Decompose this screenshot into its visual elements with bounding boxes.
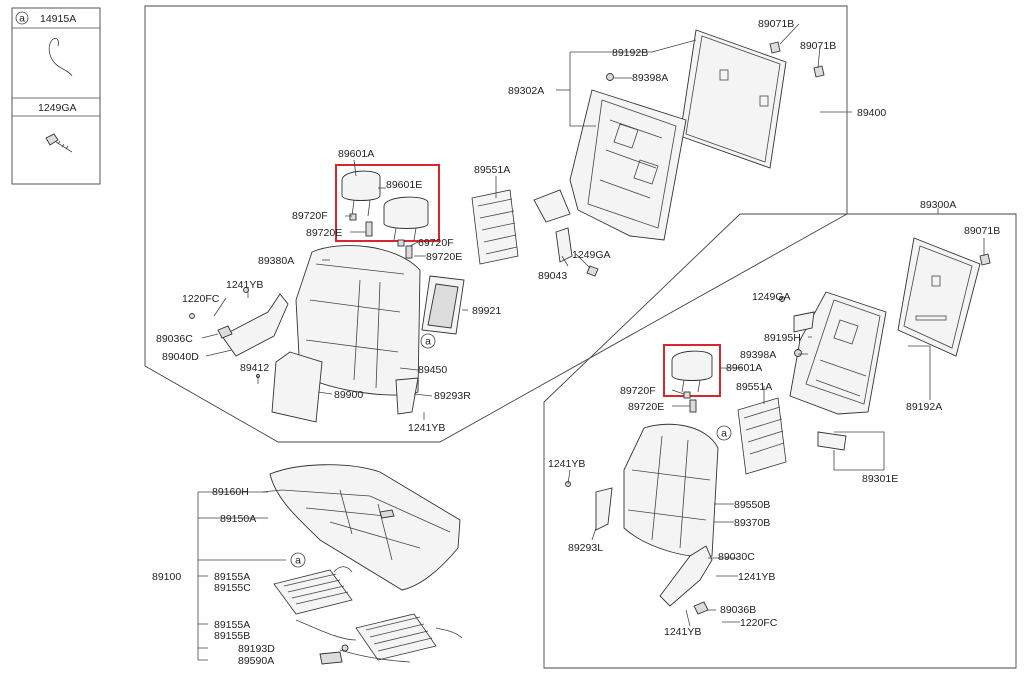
label-89155b: 89155B bbox=[214, 630, 250, 642]
label-89192b: 89192B bbox=[612, 47, 648, 59]
legend-part-1249ga: 1249GA bbox=[38, 102, 77, 114]
label-89036b: 89036B bbox=[720, 604, 756, 616]
label-1241yb-a: 1241YB bbox=[226, 279, 263, 291]
label-89550b: 89550B bbox=[734, 499, 770, 511]
heater-mat-89155a bbox=[273, 566, 353, 615]
highlight-headrest-left bbox=[335, 164, 440, 242]
wire-clip-icon bbox=[48, 38, 73, 77]
label-1241yb-c: 1241YB bbox=[548, 458, 585, 470]
label-89601a-left: 89601A bbox=[338, 148, 374, 160]
callout-marker-upper bbox=[420, 333, 436, 349]
callout-marker-lower-letter: a bbox=[295, 555, 301, 567]
label-89601a-right: 89601A bbox=[726, 362, 762, 374]
label-89036c: 89036C bbox=[156, 333, 193, 345]
label-89195h: 89195H bbox=[764, 332, 801, 344]
label-89720e-upper: 89720E bbox=[426, 251, 462, 263]
guide-icon bbox=[349, 213, 413, 259]
screw-icon bbox=[45, 133, 73, 153]
cover-89293r bbox=[395, 377, 419, 415]
label-89398a-right: 89398A bbox=[740, 349, 776, 361]
hinge-89030c bbox=[659, 545, 713, 607]
label-1241yb-b: 1241YB bbox=[408, 422, 445, 434]
label-89370b: 89370B bbox=[734, 517, 770, 529]
headrest-89601a-right bbox=[671, 350, 713, 393]
clip-icon-right bbox=[979, 253, 991, 266]
seat-cushion-89160h bbox=[269, 464, 461, 591]
label-89412: 89412 bbox=[240, 362, 269, 374]
pad-89551a-upper bbox=[471, 189, 519, 265]
label-89293r: 89293R bbox=[434, 390, 471, 402]
label-89450: 89450 bbox=[418, 364, 447, 376]
seatback-89370b bbox=[623, 423, 719, 558]
label-89301e: 89301E bbox=[862, 473, 898, 485]
label-89155a-a: 89155A bbox=[214, 571, 250, 583]
callout-marker-right bbox=[716, 425, 732, 441]
seatback-panel-right bbox=[897, 237, 981, 357]
label-89100: 89100 bbox=[152, 571, 181, 583]
label-89921: 89921 bbox=[472, 305, 501, 317]
label-89150a: 89150A bbox=[220, 513, 256, 525]
label-89071b-b: 89071B bbox=[800, 40, 836, 52]
callout-marker-lower bbox=[290, 552, 306, 568]
label-89071b-a: 89071B bbox=[758, 18, 794, 30]
label-89043: 89043 bbox=[538, 270, 567, 282]
label-89720e-right: 89720E bbox=[628, 401, 664, 413]
frame-89300a bbox=[543, 213, 1017, 669]
label-89040d: 89040D bbox=[162, 351, 199, 363]
label-89398a: 89398A bbox=[632, 72, 668, 84]
legend-marker-letter: a bbox=[19, 13, 25, 25]
pad-89551a-right bbox=[737, 397, 787, 475]
label-89551a-upper: 89551A bbox=[474, 164, 510, 176]
callout-marker-right-letter: a bbox=[721, 428, 727, 440]
label-1249ga-upper: 1249GA bbox=[572, 249, 611, 261]
label-69720f: 69720F bbox=[418, 237, 454, 249]
cushion-89900 bbox=[271, 351, 323, 423]
label-89030c: 89030C bbox=[718, 551, 755, 563]
label-1241yb-d: 1241YB bbox=[738, 571, 775, 583]
label-89155c: 89155C bbox=[214, 582, 251, 594]
seatback-frame-upper bbox=[533, 89, 687, 277]
legend-part-14915a: 14915A bbox=[40, 13, 76, 25]
label-89193d: 89193D bbox=[238, 643, 275, 655]
heater-mat-89155b bbox=[295, 613, 463, 663]
frame-89400 bbox=[144, 5, 848, 443]
part-labels: 89071B 89071B 89192B 89398A 89302A 89400… bbox=[152, 18, 1000, 667]
cover-89293l bbox=[595, 487, 613, 531]
label-89192a: 89192A bbox=[906, 401, 942, 413]
label-89720f-right: 89720F bbox=[620, 385, 656, 397]
highlight-headrest-right bbox=[663, 344, 721, 397]
label-1241yb-e: 1241YB bbox=[664, 626, 701, 638]
callout-marker-upper-letter: a bbox=[425, 336, 431, 348]
module-89590a bbox=[319, 651, 343, 665]
label-89160h: 89160H bbox=[212, 486, 249, 498]
leader-lines bbox=[201, 23, 985, 627]
headrest-89601e bbox=[383, 196, 429, 241]
label-89720f-left: 89720F bbox=[292, 210, 328, 222]
label-1249ga-right: 1249GA bbox=[752, 291, 791, 303]
label-89551a-right: 89551A bbox=[736, 381, 772, 393]
label-89302a: 89302A bbox=[508, 85, 544, 97]
label-89155a-b: 89155A bbox=[214, 619, 250, 631]
label-89900: 89900 bbox=[334, 389, 363, 401]
label-89380a: 89380A bbox=[258, 255, 294, 267]
label-1220fc-left: 1220FC bbox=[182, 293, 220, 305]
label-89720e-left: 89720E bbox=[306, 227, 342, 239]
label-89590a: 89590A bbox=[238, 655, 274, 667]
label-89293l: 89293L bbox=[568, 542, 603, 554]
seatback-frame-right bbox=[789, 291, 887, 451]
headrest-89601a-left bbox=[341, 170, 381, 217]
legend-box: a 14915A 1249GA bbox=[11, 7, 101, 185]
label-1220fc-right: 1220FC bbox=[740, 617, 778, 629]
label-89601e: 89601E bbox=[386, 179, 422, 191]
label-89300a: 89300A bbox=[920, 199, 956, 211]
hinge-89040d bbox=[221, 293, 289, 357]
label-89071b-c: 89071B bbox=[964, 225, 1000, 237]
seatback-panel-upper bbox=[679, 29, 787, 169]
legend-marker bbox=[15, 11, 29, 25]
label-89400: 89400 bbox=[857, 107, 886, 119]
clip-icon bbox=[606, 41, 825, 81]
